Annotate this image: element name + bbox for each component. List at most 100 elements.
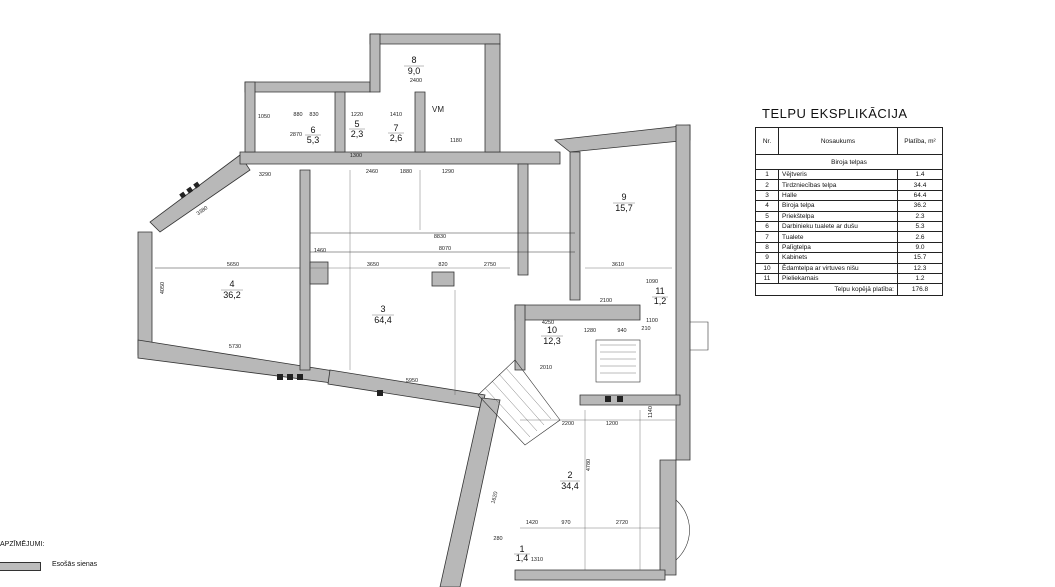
wall-interior-c [569,151,581,301]
entrance-arc-east [690,321,709,351]
explication-cell-name: Biroja telpa [778,200,898,212]
dim-label: 1280 [584,328,596,334]
explication-cell-name: Darbinieku tualete ar dušu [778,220,898,233]
room-7-area: 2,6 [390,133,403,143]
dim-label: 2010 [540,365,552,371]
explication-cell-name: Tualete [778,231,898,243]
staircase [477,339,641,446]
total-row: Telpu kopējā platība: 176.8 [755,283,943,297]
wall-east-lower [659,459,677,576]
dim-label: 1050 [258,114,270,120]
wall-south-diag [439,397,501,587]
room-11-no: 11 [655,286,664,296]
wall-interior-f [579,394,681,406]
room-6-area: 5,3 [307,135,320,145]
dim-label: 8830 [434,234,446,240]
wall-west-angled [149,154,251,233]
dim-label: 3610 [612,262,624,268]
column [431,271,455,287]
legend-label-existing-walls: Esošās sienas [52,561,98,568]
header-no: Nr. [755,127,779,155]
wall-interior-g [334,91,346,153]
room-4-no: 4 [229,279,234,289]
wall-interior-b [517,163,529,276]
header-name: Nosaukums [778,127,898,155]
room-3-no: 3 [380,304,385,314]
room-11-area: 1,2 [654,296,667,306]
explication-cell-area: 1.2 [897,272,943,285]
dim-label: 1100 [646,318,658,324]
entrance-arc [675,499,690,561]
dimension-labels: 3290 3380 5650 4050 5730 5950 3650 820 2… [160,78,658,563]
existing-walls [137,33,691,587]
explication-cell-no: 11 [755,272,779,285]
section-label: Biroja telpas [755,154,943,170]
room-1-area: 1,4 [516,553,529,563]
explication-cell-area: 64.4 [897,189,943,202]
dim-label: 880 [293,112,302,118]
header-area: Platība, m² [897,127,943,155]
room-9-no: 9 [621,192,626,202]
wall-north-main [239,151,561,165]
dim-label: 1140 [648,406,654,418]
room-5-no: 5 [354,119,359,129]
wall-annex-west [244,81,256,153]
room-6-no: 6 [310,125,315,135]
explication-cell-no: 2 [755,179,779,191]
explication-cell-no: 7 [755,231,779,243]
legend-swatch-existing-walls [0,562,41,571]
dim-label: 2400 [410,78,422,84]
dim-label: 940 [617,328,626,334]
explication-title: TELPU EKSPLIKĀCIJA [762,106,908,121]
wall-south-mid [327,369,486,409]
wall-interior-d [514,304,641,321]
explication-cell-name: Kabinets [778,252,898,264]
room-1-no: 1 [519,544,524,554]
dim-label: 970 [561,520,570,526]
wall-east-upper [553,124,691,153]
wall-store-west [369,33,381,93]
fixture-label: VM [432,105,444,114]
section-row: Biroja telpas [755,154,943,170]
dim-label: 1220 [351,112,363,118]
dim-label: 1200 [606,421,618,427]
wall-interior-e [514,304,526,371]
room-2-area: 34,4 [561,481,579,491]
dim-label: 1420 [526,520,538,526]
room-8-area: 9,0 [408,66,421,76]
explication-cell-no: 1 [755,168,779,181]
wall-west [137,231,153,356]
explication-cell-area: 2.3 [897,210,943,222]
explication-cell-name: Vējtveris [778,168,898,181]
explication-header-row: Nr. Nosaukums Platība, m² [755,127,943,155]
room-4-area: 36,2 [223,290,241,300]
dim-label: 4050 [160,282,166,294]
total-value: 176.8 [897,283,943,297]
dim-label: 1880 [400,169,412,175]
explication-cell-area: 9.0 [897,241,943,254]
wall-south-shop [514,569,666,581]
explication-cell-name: Halle [778,189,898,202]
dim-label: 1410 [390,112,402,118]
dim-label: 1290 [442,169,454,175]
wall-store-north [369,33,501,45]
dim-label: 5950 [406,378,418,384]
room-2-no: 2 [567,470,572,480]
wall-east [675,124,691,461]
explication-table: Nr. Nosaukums Platība, m² Biroja telpas … [755,127,943,297]
beam-lines [155,170,675,570]
wall-interior-h [414,91,426,153]
wall-annex-north [244,81,371,93]
explication-cell-name: Palīgtelpa [778,241,898,254]
dim-label: 5730 [229,344,241,350]
room-10-area: 12,3 [543,336,561,346]
